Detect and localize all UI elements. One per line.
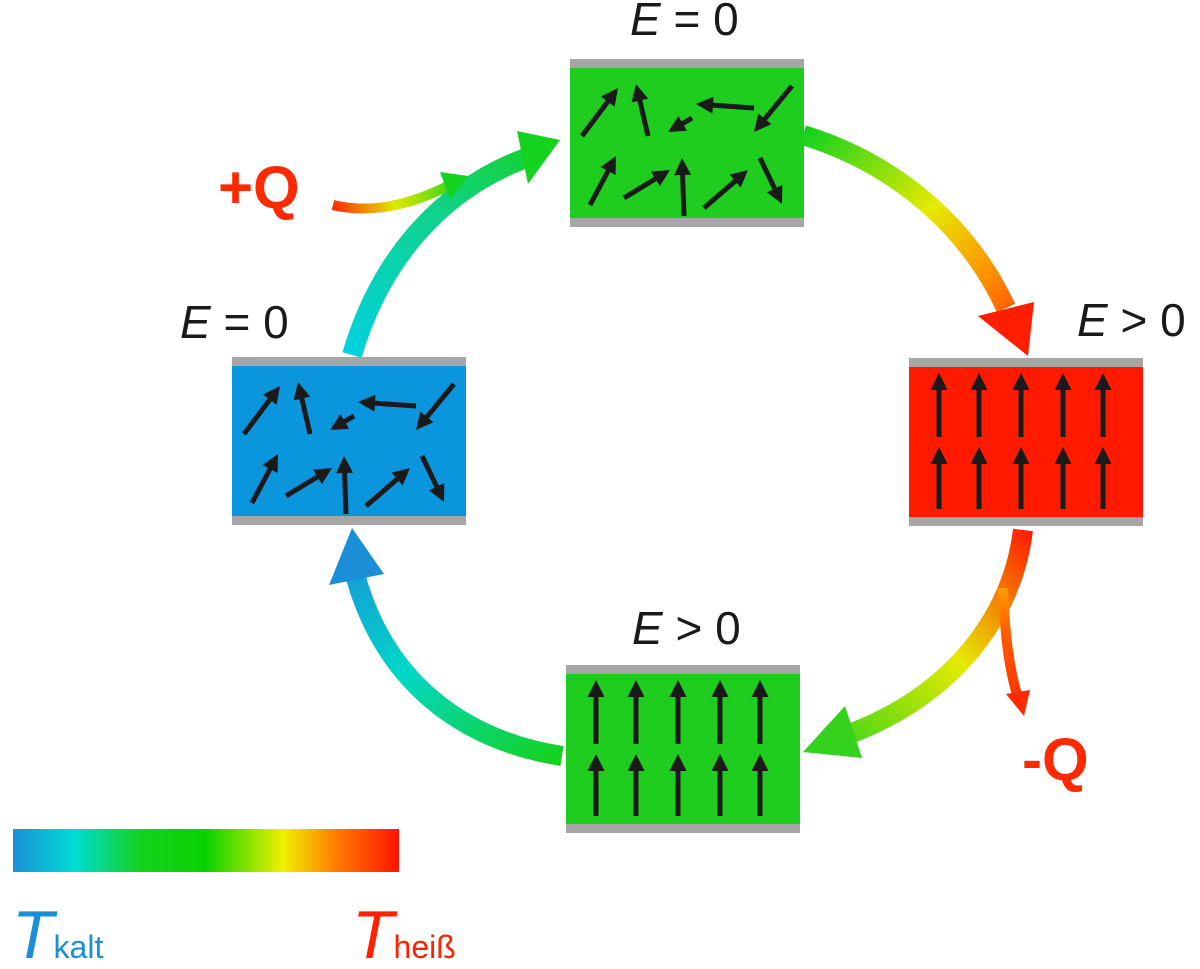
dipole-arrow xyxy=(970,373,988,437)
state-left-label: E = 0 xyxy=(180,296,289,348)
dipole-arrow xyxy=(587,156,616,207)
dipole-arrow xyxy=(711,754,729,816)
dipole-arrow xyxy=(419,454,445,502)
dipole-arrow xyxy=(751,680,769,744)
dipole-arrow xyxy=(757,156,783,204)
dipole-arrow xyxy=(336,456,354,515)
dipole-arrow xyxy=(754,84,794,132)
heat-in-label: +Q xyxy=(218,154,300,221)
dipole-arrow xyxy=(970,447,988,509)
state-top-dipoles xyxy=(580,84,794,217)
dipole-arrow xyxy=(249,454,278,505)
dipole-arrow xyxy=(580,88,618,138)
state-bottom-label: E > 0 xyxy=(632,602,741,654)
heat-out-label: -Q xyxy=(1022,726,1089,793)
dipole-arrow xyxy=(1012,373,1030,437)
dipole-arrow xyxy=(669,754,687,816)
dipole-arrow xyxy=(364,468,410,508)
dipole-arrow xyxy=(293,382,313,435)
dipole-arrow xyxy=(668,115,694,132)
state-right-label: E > 0 xyxy=(1077,294,1186,346)
heat-in-arrow xyxy=(331,172,468,214)
dipole-arrow xyxy=(587,754,605,816)
dipole-arrow xyxy=(358,394,417,412)
dipole-arrow xyxy=(1054,373,1072,437)
cycle-arrows xyxy=(329,125,1034,766)
hot-temperature-label: Theiß xyxy=(352,897,456,969)
dipole-arrow xyxy=(242,386,280,436)
dipole-arrow xyxy=(674,158,692,217)
colorbar-gradient xyxy=(13,829,399,872)
temperature-colorbar: Tkalt Theiß xyxy=(12,829,456,969)
state-bottom-dipoles xyxy=(587,680,769,816)
dipole-arrow xyxy=(627,754,645,816)
transition-arrow-polarize xyxy=(800,125,1034,356)
state-left-fill xyxy=(232,366,466,516)
dipole-arrow xyxy=(751,754,769,816)
state-left-dipoles xyxy=(242,382,456,515)
dipole-arrow xyxy=(1094,373,1112,437)
dipole-arrow xyxy=(696,96,755,114)
dipole-arrow xyxy=(711,680,729,744)
state-right-dipoles xyxy=(930,373,1112,509)
dipole-arrow xyxy=(622,170,670,201)
dipole-arrow xyxy=(330,413,356,430)
transition-arrow-heat-absorb xyxy=(342,131,560,358)
dipole-arrow xyxy=(1054,447,1072,509)
state-bottom-box xyxy=(566,665,800,833)
transition-arrow-cool xyxy=(803,528,1033,758)
dipole-arrow xyxy=(702,170,748,210)
dipole-arrow xyxy=(930,447,948,509)
state-top-fill xyxy=(570,68,804,218)
dipole-arrow xyxy=(587,680,605,744)
cold-temperature-label: Tkalt xyxy=(12,897,103,969)
state-right-box xyxy=(909,358,1143,526)
dipole-arrow xyxy=(284,468,332,499)
dipole-arrow xyxy=(1012,447,1030,509)
dipole-arrow xyxy=(627,680,645,744)
dipole-arrow xyxy=(631,84,651,137)
state-left-box xyxy=(232,357,466,525)
heat-out-arrow xyxy=(998,587,1030,716)
state-top-box xyxy=(570,59,804,227)
dipole-arrow xyxy=(416,382,456,430)
dipole-arrow xyxy=(930,373,948,437)
transition-arrow-depolarize xyxy=(329,528,564,766)
state-top-label: E = 0 xyxy=(630,0,739,45)
dipole-arrow xyxy=(1094,447,1112,509)
dipole-arrow xyxy=(669,680,687,744)
